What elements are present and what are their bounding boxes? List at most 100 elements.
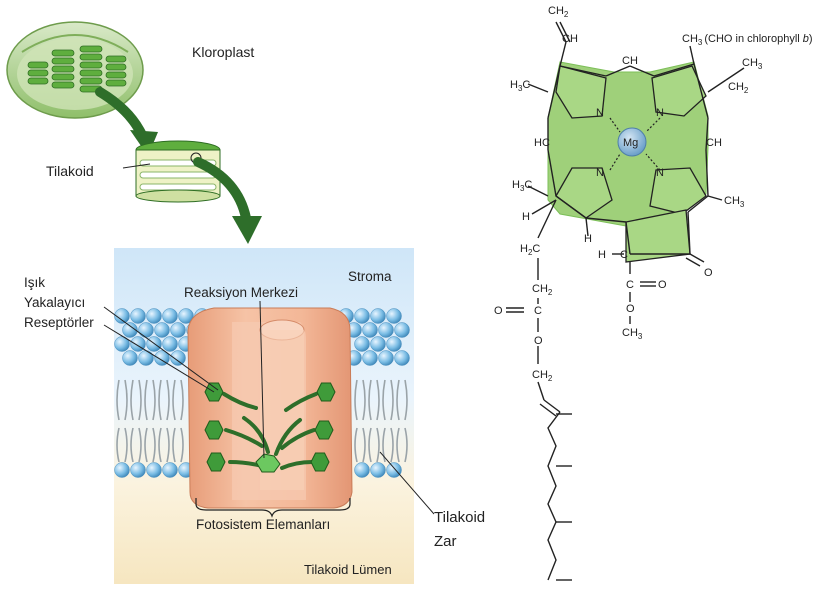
nitrogen-4: N xyxy=(656,167,664,179)
ethyl-ch3: CH3 xyxy=(742,57,763,71)
ethyl-ch2: CH2 xyxy=(728,81,749,95)
photosystem-bracket xyxy=(195,498,351,518)
ketone-o: O xyxy=(704,267,713,279)
lipid-head xyxy=(394,350,410,366)
lipid-tail xyxy=(368,427,380,463)
lipid-tail xyxy=(116,427,128,463)
bridge-ch-right: CH xyxy=(706,137,722,149)
ester-o: O xyxy=(494,305,503,317)
h-right: H xyxy=(584,233,592,245)
lipid-head xyxy=(378,350,394,366)
lipid-head xyxy=(362,322,378,338)
lipid-head xyxy=(378,322,394,338)
lipid-tail xyxy=(158,427,170,463)
lipid-head xyxy=(162,462,178,478)
label-light-receptors-2: Yakalayıcı xyxy=(24,295,85,310)
lipid-tail xyxy=(396,427,408,463)
bridge-hc-left: HC xyxy=(534,137,550,149)
lipid-tail xyxy=(172,427,184,463)
lipid-head xyxy=(138,350,154,366)
lipid-head xyxy=(146,308,162,324)
ester-c2: C xyxy=(626,279,634,291)
reaction-center-pointer xyxy=(259,300,265,459)
chlorophyll-head xyxy=(310,452,330,472)
lower-left-methyl: H3C xyxy=(512,179,532,193)
label-thylakoid-lumen: Tilakoid Lümen xyxy=(304,562,392,577)
molecule-labels: CH2 CH CH3(CHO in chlorophyll b) CH CH3 … xyxy=(494,5,813,383)
chlorophyll-head xyxy=(316,382,336,402)
chlorophyll-molecule xyxy=(506,21,745,581)
vinyl-ch2: CH2 xyxy=(548,5,569,19)
lipid-head xyxy=(154,322,170,338)
bridge-ch-top: CH xyxy=(622,55,638,67)
ester-o2-single: O xyxy=(626,303,635,315)
chlorophyll-head xyxy=(206,452,226,472)
lipid-head xyxy=(370,308,386,324)
lipid-tail xyxy=(396,379,408,421)
label-thylakoid-membrane-1: Tilakoid xyxy=(434,509,485,526)
lipid-tail xyxy=(116,379,128,421)
lipid-head xyxy=(130,308,146,324)
label-light-receptors-3: Reseptörler xyxy=(24,315,94,330)
lipid-tail xyxy=(144,427,156,463)
methyl-note: CH3(CHO in chlorophyll b) xyxy=(682,33,813,47)
lipid-head xyxy=(386,308,402,324)
nitrogen-2: N xyxy=(656,107,664,119)
lipid-tail xyxy=(382,379,394,421)
right-methyl: CH3 xyxy=(724,195,745,209)
lipid-tail xyxy=(144,379,156,421)
membrane-pointer xyxy=(379,451,435,515)
mg-label: Mg xyxy=(623,137,638,149)
label-thylakoid: Tilakoid xyxy=(46,163,94,179)
ester-ch3: CH3 xyxy=(622,327,643,341)
lipid-head xyxy=(178,308,194,324)
lipid-head xyxy=(170,350,186,366)
lipid-head xyxy=(130,462,146,478)
arrow-to-membrane xyxy=(193,157,251,223)
arrowhead-to-membrane xyxy=(232,216,262,244)
receptor-pointer-2 xyxy=(103,324,215,393)
lipid-head xyxy=(162,308,178,324)
lipid-head xyxy=(114,308,130,324)
receptor-pointer-1 xyxy=(103,306,219,391)
lipid-head xyxy=(370,462,386,478)
lipid-head xyxy=(354,336,370,352)
lipid-tail xyxy=(130,427,142,463)
lipid-head xyxy=(354,462,370,478)
lipid-tail xyxy=(130,379,142,421)
label-thylakoid-membrane-2: Zar xyxy=(434,533,457,550)
lipid-head xyxy=(122,350,138,366)
left-methyl: H3C xyxy=(510,79,530,93)
label-light-receptors-1: Işık xyxy=(24,275,45,290)
lipid-head xyxy=(386,462,402,478)
link-o: O xyxy=(534,335,543,347)
magnesium-atom xyxy=(617,127,647,157)
lipid-head xyxy=(154,350,170,366)
lipid-head xyxy=(114,462,130,478)
thylakoid-stack xyxy=(135,140,221,203)
label-chloroplast: Kloroplast xyxy=(192,44,254,60)
thylakoid-pointer xyxy=(122,163,151,169)
ch2-chain: CH2 xyxy=(532,283,553,297)
h2c: H2C xyxy=(520,243,540,257)
lipid-head xyxy=(138,322,154,338)
ester-c: C xyxy=(534,305,542,317)
lipid-head xyxy=(170,322,186,338)
vinyl-ch: CH xyxy=(562,33,578,45)
lipid-head xyxy=(146,462,162,478)
phytyl-ch2: CH2 xyxy=(532,369,553,383)
lipid-head xyxy=(386,336,402,352)
h-left: H xyxy=(522,211,530,223)
label-reaction-center: Reaksiyon Merkezi xyxy=(184,285,298,300)
nitrogen-3: N xyxy=(596,167,604,179)
lipid-tail xyxy=(158,379,170,421)
lipid-head xyxy=(370,336,386,352)
ester-o2: O xyxy=(658,279,667,291)
chlorophyll-head xyxy=(204,420,224,440)
lipid-head xyxy=(122,322,138,338)
lipid-tail xyxy=(354,427,366,463)
lipid-head xyxy=(354,308,370,324)
membrane-panel xyxy=(114,248,414,584)
